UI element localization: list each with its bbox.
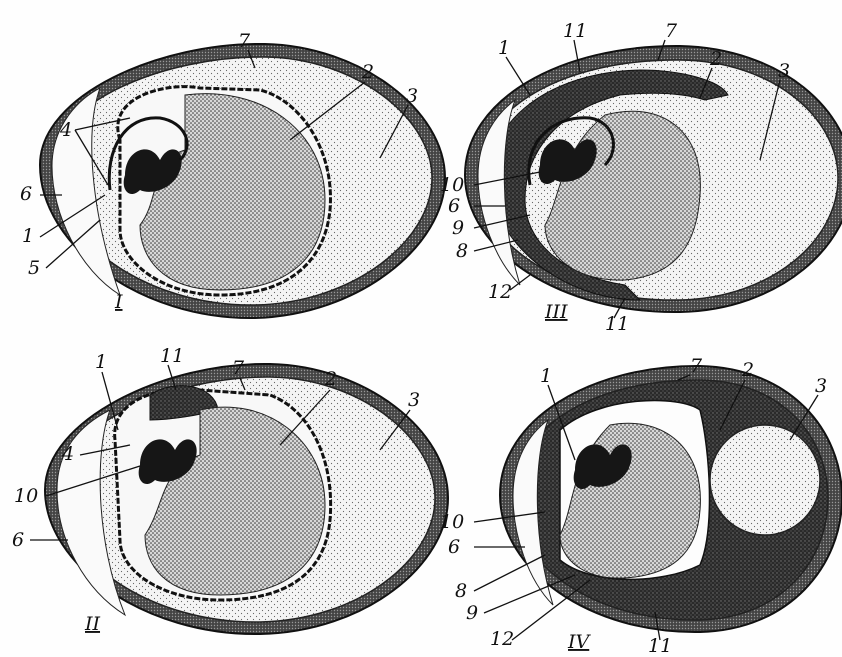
label-p3-3: 3 xyxy=(778,60,790,82)
panel-numeral-1: I xyxy=(114,291,123,313)
label-p4-12: 12 xyxy=(490,628,514,650)
label-p2-2: 2 xyxy=(324,368,337,390)
label-p4-9: 9 xyxy=(466,602,478,624)
label-p1-6: 6 xyxy=(20,183,32,205)
panel-2 xyxy=(45,364,448,634)
label-p4-7: 7 xyxy=(690,355,703,377)
label-p4-3: 3 xyxy=(815,375,827,397)
label-p3-8: 8 xyxy=(456,240,468,262)
label-p2-4: 4 xyxy=(61,443,74,465)
panel-numeral-4: IV xyxy=(567,631,592,653)
label-p4-8: 8 xyxy=(455,580,467,602)
albumen-sac-4 xyxy=(710,425,820,535)
label-p3-9: 9 xyxy=(452,217,464,239)
label-p2-10: 10 xyxy=(14,485,38,507)
label-p2-3: 3 xyxy=(408,389,420,411)
label-p3-12: 12 xyxy=(488,281,512,303)
label-p1-3: 3 xyxy=(406,85,418,107)
label-p3-1: 1 xyxy=(498,37,510,59)
label-p1-5: 5 xyxy=(28,257,40,279)
panel-numeral-3: III xyxy=(544,301,568,323)
label-p3-6: 6 xyxy=(448,195,460,217)
label-p1-1: 1 xyxy=(22,225,34,247)
label-p3-2: 2 xyxy=(709,48,722,70)
label-p1-4: 4 xyxy=(59,119,72,141)
label-p3-11a: 11 xyxy=(563,20,587,42)
label-p4-11: 11 xyxy=(648,635,672,657)
label-p3-10: 10 xyxy=(440,174,464,196)
label-p2-11: 11 xyxy=(160,345,184,367)
label-p1-7: 7 xyxy=(238,30,251,52)
label-p1-2: 2 xyxy=(361,61,374,83)
label-p3-7: 7 xyxy=(665,20,678,42)
label-p4-1: 1 xyxy=(540,365,552,387)
label-p4-6: 6 xyxy=(448,536,460,558)
label-p4-10: 10 xyxy=(440,511,464,533)
label-p2-1: 1 xyxy=(95,351,107,373)
panel-3 xyxy=(465,46,842,312)
panel-1 xyxy=(40,44,445,318)
label-p2-7: 7 xyxy=(232,357,245,379)
label-p4-2: 2 xyxy=(741,359,754,381)
panel-4 xyxy=(500,366,842,632)
label-p3-11b: 11 xyxy=(605,313,629,335)
label-p2-6: 6 xyxy=(12,529,24,551)
panel-numeral-2: II xyxy=(84,613,101,635)
